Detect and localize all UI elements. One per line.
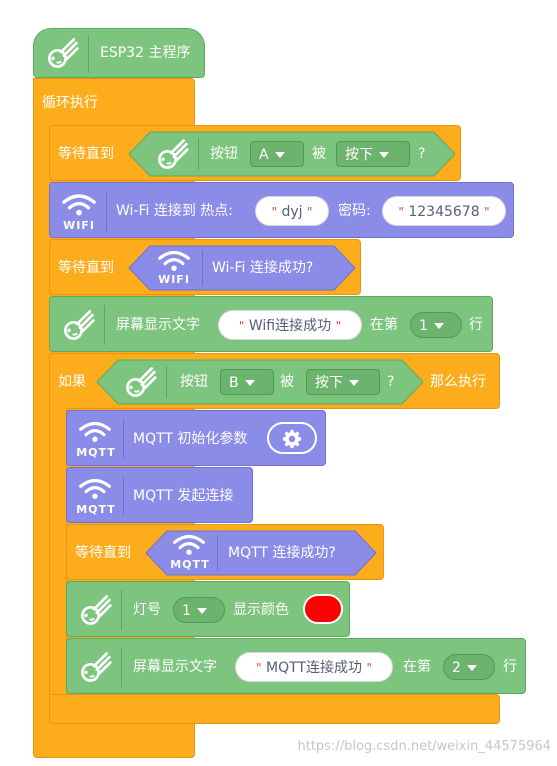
screen-display-text-block-1[interactable]: 屏幕显示文字 " Wifi连接成功 " 在第 1 行 [49,296,493,352]
color-picker-swatch[interactable] [303,594,343,624]
mqtt-init-params-block[interactable]: MQTT MQTT 初始化参数 [66,410,326,466]
wait-until-mqtt-connected-block[interactable]: 等待直到 MQTT MQTT 连接成功? [66,524,384,580]
wifi-icon [77,478,113,500]
display-text-label: 屏幕显示文字 [116,317,200,333]
mqtt-connect-label: MQTT 发起连接 [133,488,234,504]
mqtt-params-settings-button[interactable] [267,422,317,454]
question-mark: ? [387,374,395,390]
wifi-icon [77,421,113,443]
watermark-text: https://blog.csdn.net/weixin_44575964 [297,739,551,754]
wifi-icon [171,534,207,556]
wifi-icon [60,193,98,217]
if-block-arm [49,408,67,696]
button-select-dropdown[interactable]: B [220,369,274,395]
at-line-label: 在第 [403,659,431,675]
at-line-label: 在第 [370,317,398,333]
line-number-dropdown[interactable]: 2 [443,654,495,680]
wait-until-button-a-block[interactable]: 等待直到 按钮 A 被 按下 ? [49,125,461,181]
button-label: 按钮 [180,374,208,390]
led-number-dropdown[interactable]: 1 [173,597,225,623]
wait-until-wifi-connected-block[interactable]: 等待直到 WIFI Wi-Fi 连接成功? [49,239,361,295]
wait-until-label: 等待直到 [58,146,114,162]
display-text-label: 屏幕显示文字 [133,659,217,675]
mqtt-connected-condition: MQTT 连接成功? [228,545,336,561]
hat-label: ESP32 主程序 [100,45,191,61]
question-mark: ? [418,146,426,162]
wifi-connected-condition: Wi-Fi 连接成功? [212,260,314,276]
led-number-label: 灯号 [133,602,161,618]
mqtt-icon-caption: MQTT [76,446,116,459]
led-color-block[interactable]: 灯号 1 显示颜色 [66,581,350,637]
mqtt-init-label: MQTT 初始化参数 [133,431,248,447]
display-text-input[interactable]: " Wifi连接成功 " [218,310,362,340]
ssid-input[interactable]: " dyj " [255,196,329,226]
gear-icon [281,428,303,450]
comet-icon [154,136,190,172]
comet-icon [44,35,80,71]
comet-icon [60,307,96,343]
wifi-connect-block[interactable]: WIFI Wi-Fi 连接到 热点: " dyj " 密码: " 1234567… [49,182,514,238]
mqtt-icon-caption: MQTT [170,558,210,571]
press-action-dropdown[interactable]: 按下 [336,141,410,167]
mqtt-icon-caption: MQTT [76,503,116,516]
by-label: 被 [312,146,326,162]
line-number-dropdown[interactable]: 1 [410,312,462,338]
button-label: 按钮 [210,146,238,162]
line-unit-label: 行 [469,317,483,333]
comet-icon [77,649,113,685]
comet-icon [77,592,113,628]
by-label: 被 [280,374,294,390]
if-block-bottom [49,694,500,724]
display-text-input[interactable]: " MQTT连接成功 " [235,652,393,682]
show-color-label: 显示颜色 [233,602,289,618]
then-label: 那么执行 [430,374,486,390]
wifi-icon-caption: WIFI [158,273,190,286]
wait-until-label: 等待直到 [58,260,114,276]
button-select-dropdown[interactable]: A [250,141,304,167]
wifi-connect-label: Wi-Fi 连接到 热点: [116,203,234,219]
wifi-icon [156,250,192,272]
if-then-block[interactable]: 如果 按钮 B 被 按下 ? 那么执行 [49,353,500,409]
screen-display-text-block-2[interactable]: 屏幕显示文字 " MQTT连接成功 " 在第 2 行 [66,638,526,694]
mqtt-connect-block[interactable]: MQTT MQTT 发起连接 [66,467,253,523]
password-input[interactable]: " 12345678 " [382,196,506,226]
password-label: 密码: [338,203,371,219]
if-label: 如果 [58,374,86,390]
line-unit-label: 行 [503,659,517,675]
loop-label: 循环执行 [42,95,98,111]
press-action-dropdown[interactable]: 按下 [306,369,380,395]
main-program-hat-block[interactable]: ESP32 主程序 [33,28,205,78]
wifi-icon-caption: WIFI [63,219,95,232]
comet-icon [122,364,158,400]
wait-until-label: 等待直到 [75,545,131,561]
